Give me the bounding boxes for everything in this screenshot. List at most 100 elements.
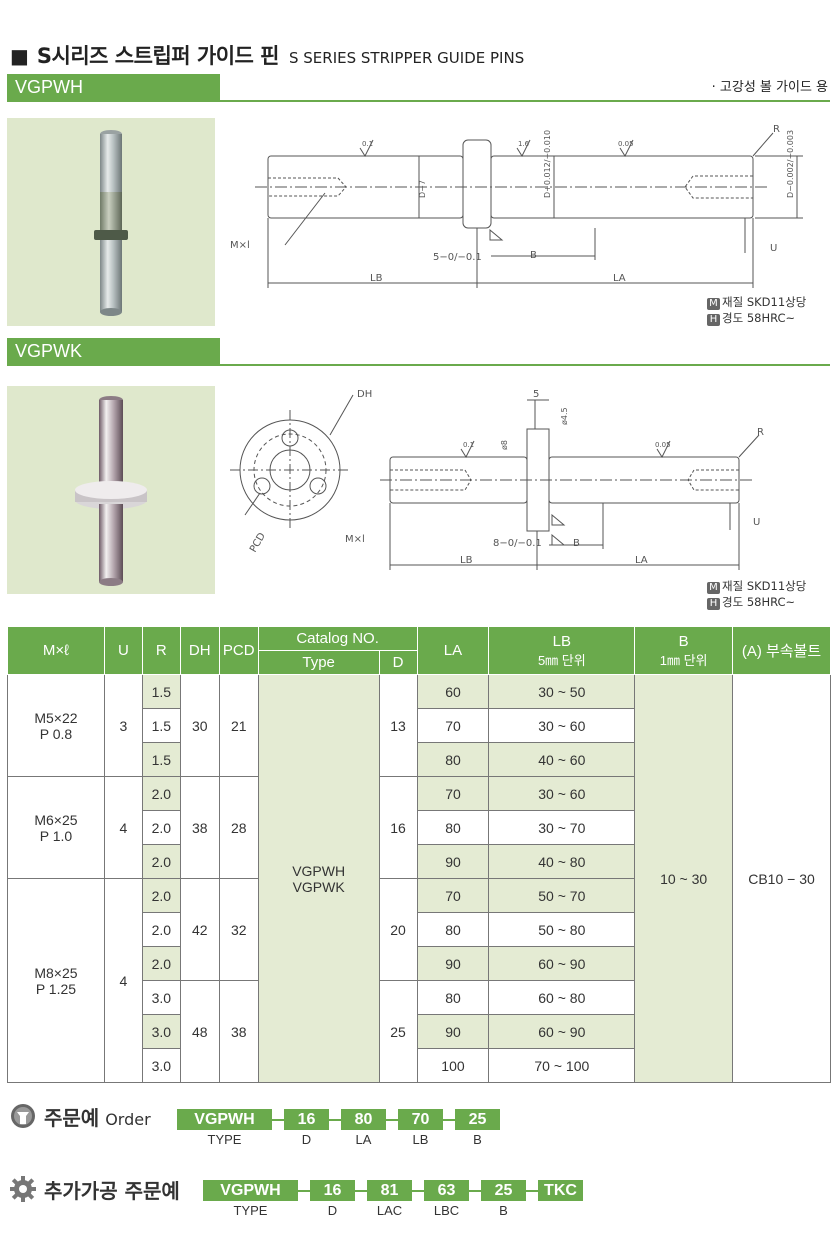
- table-row: 3.0 100 70 ~ 100: [8, 1048, 831, 1083]
- table-row: 2.0 80 30 ~ 70: [8, 810, 831, 845]
- svg-text:R: R: [757, 427, 764, 438]
- svg-text:0.1: 0.1: [362, 140, 373, 148]
- order-example-additional: 추가가공 주문예: [8, 1175, 180, 1203]
- code-dash: [469, 1190, 481, 1192]
- svg-text:B: B: [573, 538, 580, 549]
- u-cell: 4: [103, 776, 143, 879]
- header-bolt: (A) 부속볼트: [732, 626, 831, 675]
- wrench-gear-icon: [11, 1104, 35, 1128]
- header-u: U: [103, 626, 143, 675]
- header-catalog: Catalog NO.: [257, 626, 418, 651]
- d-cell: 16: [378, 776, 418, 879]
- lb-cell: 70 ~ 100: [488, 1048, 636, 1083]
- svg-text:LA: LA: [635, 555, 648, 566]
- header-d: D: [378, 650, 418, 675]
- svg-text:1.6: 1.6: [518, 140, 530, 148]
- la-cell: 80: [416, 912, 490, 947]
- dh-cell: 42: [179, 878, 220, 981]
- svg-text:0.1: 0.1: [463, 441, 474, 449]
- code-dash: [329, 1119, 341, 1121]
- title-korean: S시리즈 스트립퍼 가이드 핀: [36, 44, 280, 68]
- lb-cell: 50 ~ 70: [488, 878, 636, 913]
- la-cell: 90: [416, 946, 490, 981]
- svg-text:D−0.002/−0.003: D−0.002/−0.003: [786, 130, 795, 198]
- pcd-cell: 21: [218, 674, 259, 777]
- svg-text:5−0/−0.1: 5−0/−0.1: [433, 252, 482, 263]
- svg-text:LA: LA: [613, 273, 626, 284]
- svg-text:M×l: M×l: [345, 534, 365, 545]
- pin-photo-vgpwk: [75, 396, 147, 586]
- code-dash: [355, 1190, 367, 1192]
- lb-cell: 30 ~ 60: [488, 708, 636, 743]
- r-cell: 2.0: [141, 776, 181, 811]
- dh-cell: 48: [179, 980, 220, 1083]
- svg-text:DH: DH: [357, 389, 372, 400]
- r-cell: 2.0: [141, 946, 181, 981]
- code-dash: [412, 1190, 424, 1192]
- r-cell: 2.0: [141, 878, 181, 913]
- technical-drawing-vgpwk: DH PCD M×l LB LA B 8−0/−0.1 U R 5 0.1 0.…: [230, 389, 764, 570]
- code-dash: [526, 1190, 538, 1192]
- section-vgpwh-header: VGPWH: [7, 74, 220, 102]
- table-row: 3.0 90 60 ~ 90: [8, 1014, 831, 1049]
- la-cell: 80: [416, 980, 490, 1015]
- header-mxl: M×ℓ: [7, 626, 105, 675]
- svg-text:D+0.012/+0.010: D+0.012/+0.010: [543, 130, 552, 198]
- title-english: S SERIES STRIPPER GUIDE PINS: [288, 49, 525, 67]
- svg-text:U: U: [770, 243, 777, 254]
- header-type: Type: [257, 650, 380, 675]
- code-dash: [386, 1119, 398, 1121]
- header-pcd: PCD: [218, 626, 259, 675]
- la-cell: 60: [416, 674, 490, 709]
- section-divider: [220, 100, 830, 102]
- dh-cell: 38: [179, 776, 220, 879]
- r-cell: 1.5: [141, 742, 181, 777]
- lb-cell: 40 ~ 60: [488, 742, 636, 777]
- pin-photo-vgpwh: [94, 130, 128, 316]
- section-divider: [220, 364, 830, 366]
- section-vgpwk-header: VGPWK: [7, 338, 220, 366]
- la-cell: 100: [416, 1048, 490, 1083]
- svg-text:0.05: 0.05: [655, 441, 671, 449]
- lb-cell: 50 ~ 80: [488, 912, 636, 947]
- code-dash: [298, 1190, 310, 1192]
- page-title: ■ S시리즈 스트립퍼 가이드 핀 S SERIES STRIPPER GUID…: [10, 40, 524, 70]
- table-row: 1.5 70 30 ~ 60: [8, 708, 831, 743]
- la-cell: 80: [416, 810, 490, 845]
- pcd-cell: 28: [218, 776, 259, 879]
- svg-text:R: R: [773, 124, 780, 135]
- r-cell: 3.0: [141, 1048, 181, 1083]
- svg-text:B: B: [530, 250, 537, 261]
- la-cell: 90: [416, 1014, 490, 1049]
- u-cell: 3: [103, 674, 143, 777]
- lb-cell: 30 ~ 70: [488, 810, 636, 845]
- u-cell: 4: [103, 878, 143, 1083]
- table-row: 3.0 48 38 25 80 60 ~ 80: [8, 980, 831, 1083]
- la-cell: 70: [416, 878, 490, 913]
- code-dash: [443, 1119, 455, 1121]
- svg-text:5: 5: [533, 389, 539, 400]
- table-row: 2.0 90 60 ~ 90: [8, 946, 831, 981]
- r-cell: 3.0: [141, 1014, 181, 1049]
- r-cell: 1.5: [141, 674, 181, 709]
- pcd-cell: 38: [218, 980, 259, 1083]
- dh-cell: 30: [179, 674, 220, 777]
- svg-text:PCD: PCD: [248, 531, 268, 555]
- svg-text:ø4.5: ø4.5: [560, 407, 569, 425]
- lb-cell: 60 ~ 90: [488, 1014, 636, 1049]
- b-cell: 10 ~ 30: [634, 674, 734, 1083]
